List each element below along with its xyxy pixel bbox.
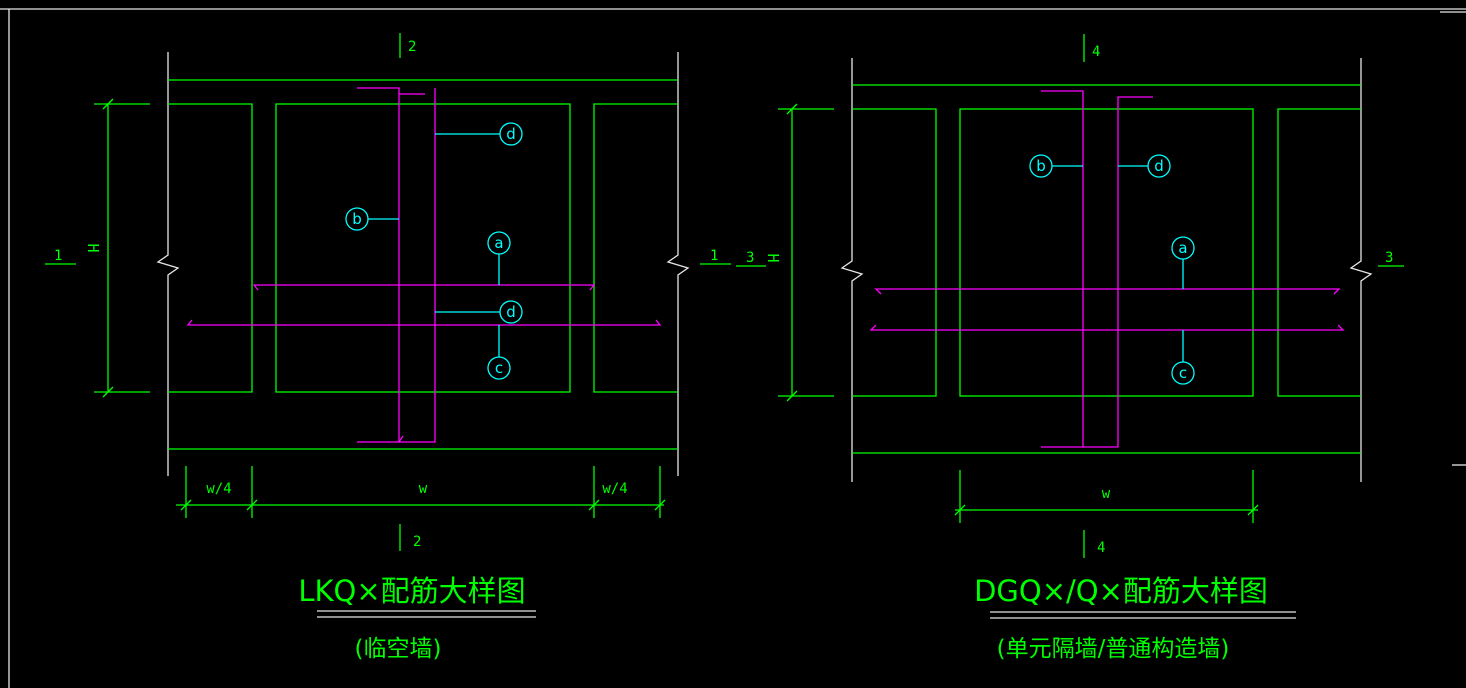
left-title: LKQ×配筋大样图 <box>298 574 525 608</box>
right-section-right-number: 3 <box>1385 250 1393 266</box>
left-tag-c: c <box>495 359 503 377</box>
right-section-top-number: 4 <box>1092 44 1100 60</box>
right-tag-a: a <box>1178 239 1187 257</box>
right-section-left-number: 3 <box>746 250 754 266</box>
left-opening-right <box>593 103 678 393</box>
left-h-tick-bottom <box>102 386 114 398</box>
right-rebar-horizontal-upper <box>874 288 1341 295</box>
left-section-top-number: 2 <box>408 39 416 55</box>
right-dim-mid: w <box>1102 486 1111 502</box>
left-height-label: H <box>84 243 102 252</box>
right-wall-boundary-left <box>840 58 864 482</box>
left-section-left-number: 1 <box>54 248 62 264</box>
right-w-tick-2 <box>1247 504 1259 516</box>
right-title: DGQ×/Q×配筋大样图 <box>974 574 1268 608</box>
right-tag-b: b <box>1036 157 1046 175</box>
left-tag-d-top: d <box>506 125 516 143</box>
left-subtitle: (临空墙) <box>355 636 442 662</box>
left-rebar-horizontal-lower <box>186 319 662 326</box>
left-tag-d-top-circle <box>499 122 523 146</box>
left-section-bottom-number: 2 <box>413 534 421 550</box>
right-tag-c-circle <box>1171 361 1195 385</box>
right-h-tick-top <box>786 103 798 115</box>
left-tag-b: b <box>352 210 362 228</box>
right-opening-middle <box>959 108 1254 397</box>
left-tag-c-circle <box>487 356 511 380</box>
right-tag-c: c <box>1179 364 1187 382</box>
right-height-label: H <box>764 253 782 262</box>
right-opening-left <box>852 108 937 397</box>
right-rebar-vertical-b <box>1083 96 1153 448</box>
left-tag-d-mid: d <box>506 303 516 321</box>
left-detail: H 2 2 1 1 w/4 w w/4 d b <box>45 33 731 662</box>
left-dim-mid: w <box>419 481 428 497</box>
left-dim-quarter-right: w/4 <box>602 481 627 497</box>
left-w-tick-3 <box>588 499 600 511</box>
left-tag-b-circle <box>345 207 369 231</box>
left-w-tick-1 <box>180 499 192 511</box>
left-opening-left <box>168 103 253 393</box>
right-h-tick-bottom <box>786 390 798 402</box>
right-opening-right <box>1277 108 1361 397</box>
right-subtitle: (单元隔墙/普通构造墙) <box>997 636 1230 662</box>
right-rebar-horizontal-lower <box>869 324 1345 331</box>
left-tag-d-mid-circle <box>499 300 523 324</box>
left-dim-quarter-left: w/4 <box>206 481 231 497</box>
left-rebar-horizontal-upper <box>252 284 596 291</box>
left-w-tick-4 <box>654 499 666 511</box>
left-rebar-vertical-b <box>398 435 404 443</box>
left-w-tick-2 <box>246 499 258 511</box>
right-detail: H 4 4 3 3 w b d a c DGQ×/Q×配筋大样图 <box>736 34 1404 662</box>
left-rebar-vertical-c <box>357 88 436 443</box>
left-wall-boundary-right <box>666 52 690 476</box>
left-opening-middle <box>275 103 571 393</box>
right-tag-d-circle <box>1147 154 1171 178</box>
right-section-bottom-number: 4 <box>1097 540 1105 556</box>
left-section-right-number: 1 <box>710 248 718 264</box>
left-tag-a: a <box>494 234 503 252</box>
right-rebar-vertical-a <box>1041 90 1084 448</box>
right-tag-b-circle <box>1029 154 1053 178</box>
right-tag-d: d <box>1154 157 1164 175</box>
left-h-tick-top <box>102 98 114 110</box>
left-rebar-vertical-a <box>357 87 400 442</box>
right-wall-boundary-right <box>1349 58 1373 482</box>
left-wall-boundary-left <box>156 52 180 476</box>
right-w-tick-1 <box>954 504 966 516</box>
